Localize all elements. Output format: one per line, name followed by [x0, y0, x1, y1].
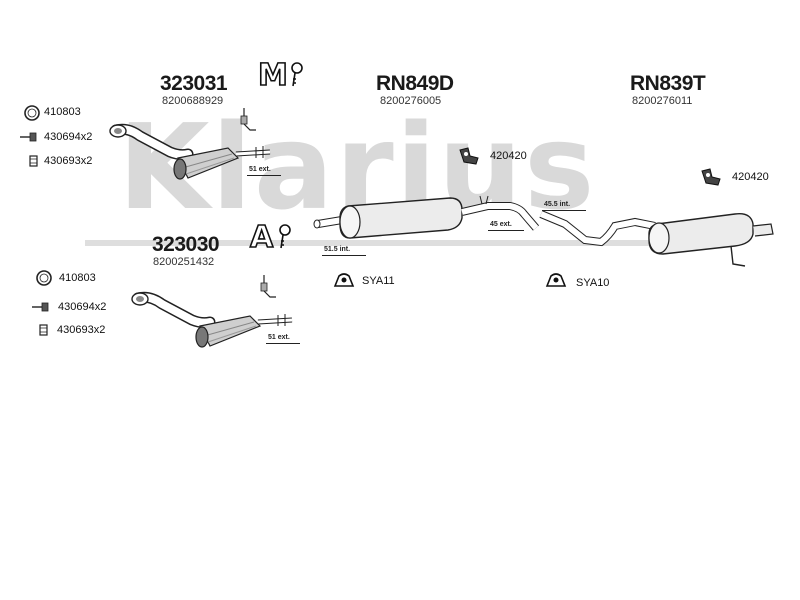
dimension-label: 51.5 int.	[324, 246, 351, 253]
fitting-label: 410803	[44, 106, 81, 118]
sensor-icon	[260, 275, 276, 298]
fitting-set-lower: 410803 430694x2 430693x2	[20, 265, 140, 345]
rear-part-number: RN839T	[630, 72, 706, 95]
watermark-underline	[85, 240, 735, 246]
key-icon	[279, 224, 291, 249]
dimension-marker-rear-inlet: 45.5 int.	[542, 200, 592, 216]
hanger-bracket-icon	[701, 168, 721, 186]
nut-icon	[39, 324, 48, 336]
cat2-part-number: 323030	[152, 233, 220, 256]
sensor-icon	[240, 108, 256, 131]
fitting-label: 430693x2	[57, 324, 106, 336]
model-badge-letter: M	[257, 57, 288, 94]
dimension-marker-cat1: 51 ext.	[247, 165, 287, 181]
fitting-label: 430694x2	[44, 131, 93, 143]
rear-silencer	[539, 210, 774, 267]
key-icon	[291, 62, 303, 87]
dimension-label: 45 ext.	[490, 221, 512, 228]
cat1-part-number: 323031	[160, 72, 228, 95]
rubber-mount-label-mid: SYA11	[362, 275, 395, 287]
rear-oe-number: 8200276011	[632, 95, 693, 107]
nut-icon	[29, 155, 38, 167]
middle-silencer	[313, 195, 540, 239]
bolt-icon	[32, 302, 49, 312]
fitting-label: 410803	[59, 272, 96, 284]
dimension-label: 51 ext.	[249, 166, 271, 173]
ring-gasket-icon	[36, 270, 52, 286]
model-badge-lower: A	[249, 219, 291, 256]
fitting-label: 430693x2	[44, 155, 93, 167]
dimension-label: 51 ext.	[268, 334, 290, 341]
hanger-label-rear: 420420	[732, 171, 769, 183]
catalytic-converter-lower	[131, 291, 293, 348]
model-badge-upper: M	[257, 57, 303, 94]
ring-gasket-icon	[24, 105, 40, 121]
dimension-label: 45.5 int.	[544, 201, 571, 208]
model-badge-letter: A	[249, 219, 274, 256]
fitting-label: 430694x2	[58, 301, 107, 313]
cat1-oe-number: 8200688929	[162, 95, 224, 107]
dimension-marker-middle-inlet: 51.5 int.	[322, 245, 372, 261]
middle-oe-number: 8200276005	[380, 95, 442, 107]
bolt-icon	[20, 132, 37, 142]
dimension-marker-cat2: 51 ext.	[266, 333, 306, 349]
cat2-oe-number: 8200251432	[153, 256, 215, 268]
rubber-mount-icon	[545, 273, 567, 287]
catalytic-converter-upper	[109, 123, 271, 180]
hanger-label-mid: 420420	[490, 150, 527, 162]
rubber-mount-label-rear: SYA10	[576, 277, 610, 289]
rubber-mount-icon	[333, 273, 355, 287]
fitting-set-upper: 410803 430694x2 430693x2	[20, 100, 140, 180]
middle-part-number: RN849D	[376, 72, 454, 95]
hanger-bracket-icon	[459, 147, 479, 165]
dimension-marker-middle-outlet: 45 ext.	[488, 220, 528, 236]
